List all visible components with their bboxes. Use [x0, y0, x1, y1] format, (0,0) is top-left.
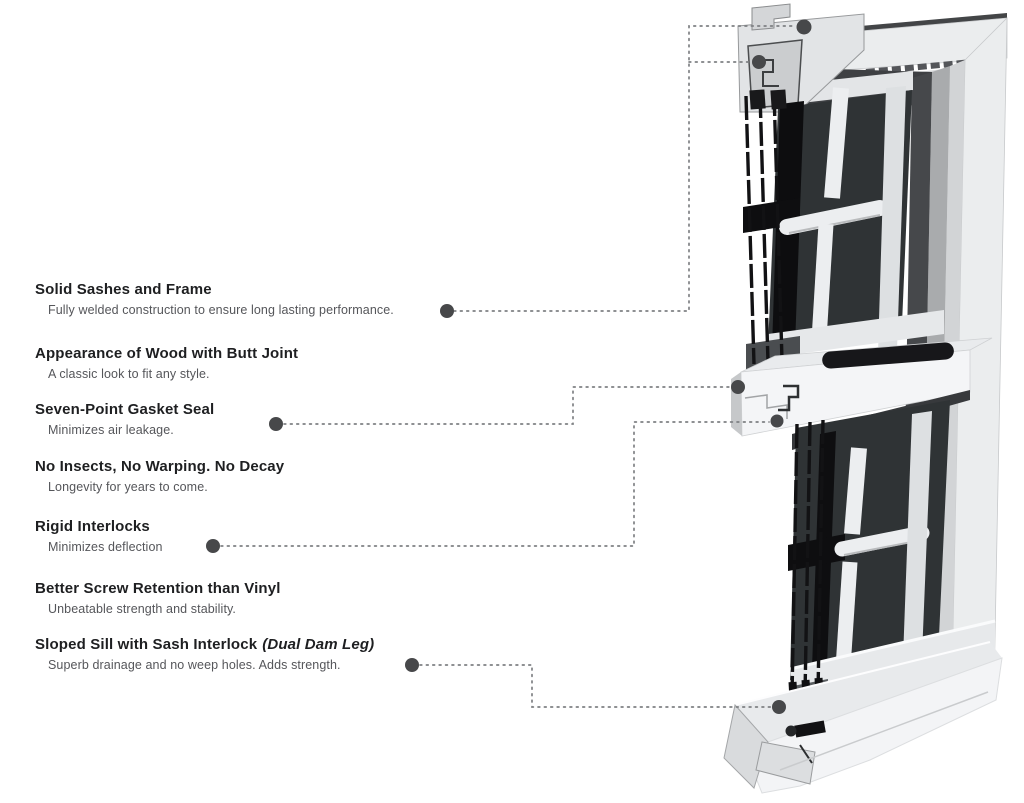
feature-solid-sashes: Solid Sashes and Frame Fully welded cons… — [35, 280, 475, 318]
callout-dots — [206, 19, 812, 714]
feature-title: Sloped Sill with Sash Interlock(Dual Dam… — [35, 636, 375, 653]
feature-desc: Fully welded construction to ensure long… — [48, 303, 394, 317]
callout-dot — [772, 700, 786, 714]
head-seals — [749, 89, 787, 110]
upper-sash-right-stile — [878, 86, 906, 353]
feature-title: Seven-Point Gasket Seal — [35, 401, 215, 418]
feature-no-insects: No Insects, No Warping. No Decay Longevi… — [35, 457, 475, 495]
head-cutaway-block — [737, 3, 865, 113]
feature-title: Solid Sashes and Frame — [35, 281, 212, 298]
lower-sash — [788, 400, 996, 718]
sash-lock — [822, 342, 954, 369]
upper-sash-top-rail — [793, 71, 913, 104]
interlock-hook — [778, 384, 800, 412]
leader-gasket-seal — [283, 386, 731, 425]
dual-dam-leg-seal — [785, 725, 797, 737]
feature-desc: Minimizes deflection — [48, 540, 163, 554]
sill-top-face — [735, 642, 1002, 742]
callout-dot — [770, 414, 784, 428]
feature-desc: Minimizes air leakage. — [48, 423, 174, 437]
feature-desc: A classic look to fit any style. — [48, 367, 210, 381]
lower-v-muntin-bottom — [835, 561, 858, 669]
lower-v-muntin-top — [844, 447, 867, 535]
sill-lower-block — [755, 741, 816, 785]
lower-sash-right-stile — [903, 411, 932, 659]
callout-dot — [440, 304, 454, 318]
lower-spacer-bar — [788, 534, 845, 571]
callout-dot — [269, 417, 283, 431]
upper-sash — [743, 86, 944, 370]
feature-desc: Unbeatable strength and stability. — [48, 602, 237, 616]
feature-title: No Insects, No Warping. No Decay — [35, 458, 285, 475]
sill-groove — [779, 691, 989, 771]
upper-h-muntin — [779, 200, 888, 235]
leader-lines — [220, 25, 797, 708]
feature-title-emphasis: (Dual Dam Leg) — [262, 636, 375, 653]
feature-title: Appearance of Wood with Butt Joint — [35, 345, 299, 362]
feature-title: Better Screw Retention than Vinyl — [35, 580, 281, 597]
feature-gasket-seal: Seven-Point Gasket Seal Minimizes air le… — [35, 400, 475, 438]
upper-glass-pane-edges — [744, 91, 784, 365]
leader-rigid-interlocks — [220, 421, 770, 547]
feature-screw-retention: Better Screw Retention than Vinyl Unbeat… — [35, 579, 475, 617]
callout-dot — [405, 658, 419, 672]
upper-v-muntin-top — [824, 87, 849, 199]
callout-dot — [752, 55, 766, 69]
callout-dot — [796, 19, 812, 35]
feature-desc: Longevity for years to come. — [48, 480, 208, 494]
lower-glass-pane-edges — [790, 419, 825, 697]
feature-desc: Superb drainage and no weep holes. Adds … — [48, 658, 341, 672]
sill-cutaway — [723, 641, 1003, 794]
callout-dot — [206, 539, 220, 553]
feature-rigid-interlocks: Rigid Interlocks Minimizes deflection — [35, 517, 475, 555]
callout-dot — [731, 380, 745, 394]
upper-v-muntin-bottom — [811, 223, 834, 341]
feature-title: Rigid Interlocks — [35, 518, 150, 535]
feature-sloped-sill: Sloped Sill with Sash Interlock(Dual Dam… — [35, 635, 475, 673]
leader-solid-sashes — [453, 25, 797, 312]
feature-butt-joint: Appearance of Wood with Butt Joint A cla… — [35, 344, 475, 382]
upper-sash-bottom-rail — [768, 310, 944, 358]
sill-seal — [794, 720, 826, 738]
